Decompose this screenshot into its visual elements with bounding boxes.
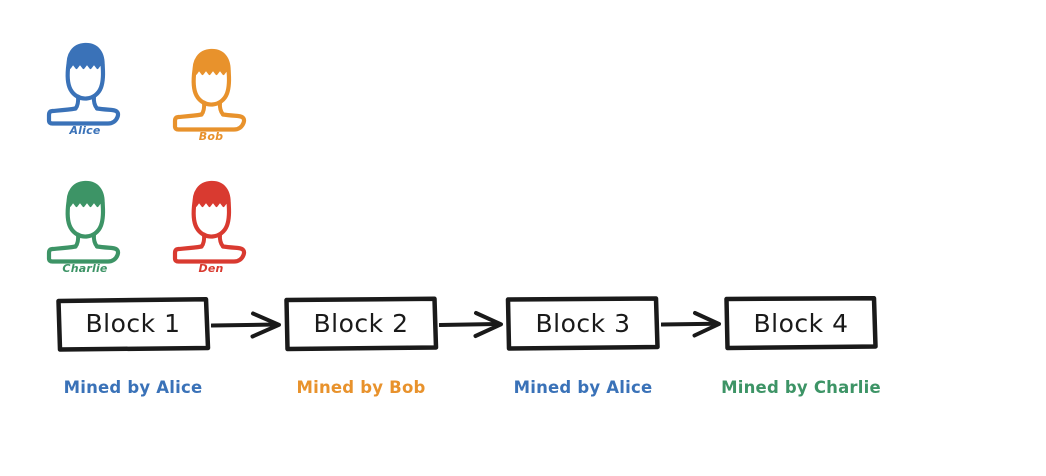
- participant-name: Charlie: [62, 262, 108, 275]
- blockchain-chain: Block 1 Mined by Alice Block 2 Mined by …: [0, 296, 1046, 426]
- person-avatar-icon: [168, 172, 254, 264]
- arrow-right-icon: [660, 310, 723, 340]
- block-miner-label: Mined by Alice: [63, 378, 203, 397]
- block-miner-label: Mined by Alice: [513, 378, 653, 397]
- arrow-right-icon: [210, 310, 283, 340]
- participant-bob[interactable]: Bob: [168, 40, 254, 143]
- participant-alice[interactable]: Alice: [42, 34, 128, 137]
- participant-den[interactable]: Den: [168, 172, 254, 275]
- block-2[interactable]: Block 2 Mined by Bob: [283, 296, 439, 397]
- block-box[interactable]: Block 4: [723, 296, 879, 352]
- block-box[interactable]: Block 3: [505, 296, 661, 352]
- block-box[interactable]: Block 2: [283, 296, 439, 352]
- block-box[interactable]: Block 1: [55, 296, 211, 352]
- participant-charlie[interactable]: Charlie: [42, 172, 128, 275]
- block-label: Block 1: [85, 308, 181, 338]
- block-label: Block 2: [313, 308, 409, 338]
- block-miner-label: Mined by Charlie: [721, 378, 881, 397]
- block-1[interactable]: Block 1 Mined by Alice: [55, 296, 211, 397]
- person-avatar-icon: [168, 40, 254, 132]
- block-3[interactable]: Block 3 Mined by Alice: [505, 296, 661, 397]
- arrow-right-icon: [438, 310, 505, 340]
- participant-name: Bob: [198, 130, 224, 143]
- person-avatar-icon: [42, 172, 128, 264]
- participant-name: Alice: [69, 124, 101, 137]
- block-label: Block 4: [753, 308, 849, 338]
- block-4[interactable]: Block 4 Mined by Charlie: [721, 296, 881, 397]
- block-miner-label: Mined by Bob: [296, 378, 426, 397]
- block-label: Block 3: [535, 308, 631, 338]
- participant-name: Den: [198, 262, 224, 275]
- person-avatar-icon: [42, 34, 128, 126]
